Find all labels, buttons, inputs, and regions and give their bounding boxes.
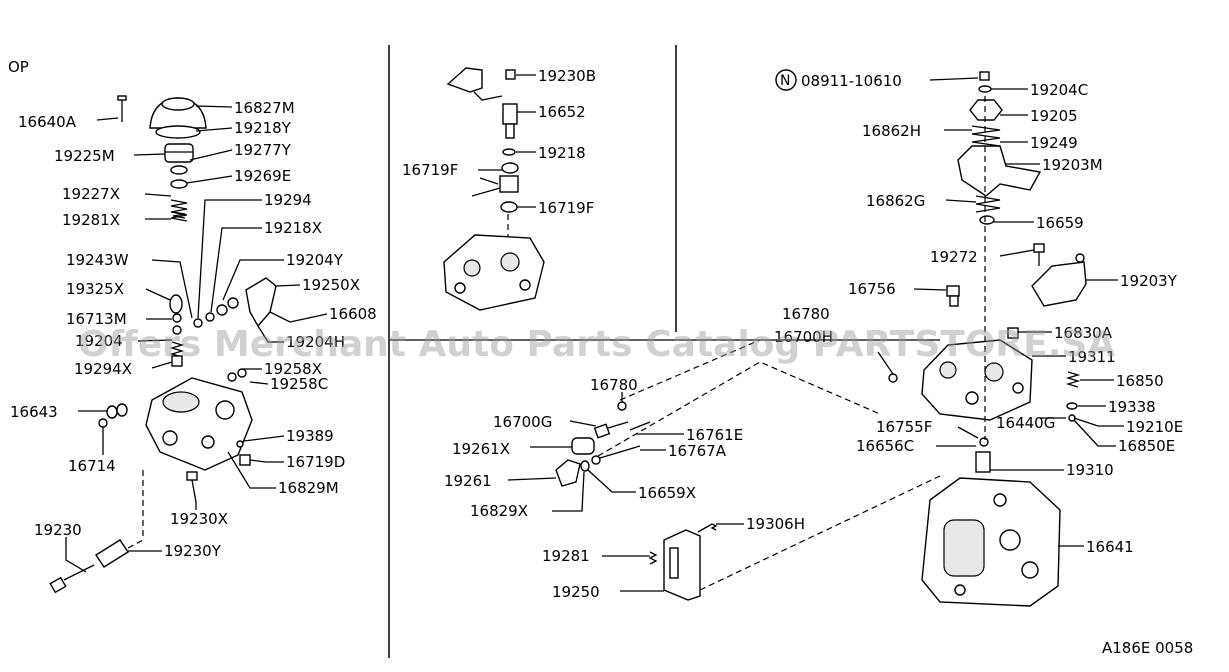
part-label: 19249 bbox=[1030, 134, 1078, 152]
right-labels: 08911-10610 19204C 19205 16862H 19249 19… bbox=[774, 72, 1183, 556]
watermark: Offers Merchant Auto Parts Catalog PARTS… bbox=[78, 324, 1115, 365]
part-label: 19204H bbox=[286, 333, 345, 351]
part-label: 08911-10610 bbox=[801, 72, 902, 90]
right-leaders bbox=[913, 77, 1124, 547]
part-label: 16700G bbox=[493, 413, 552, 431]
part-label: 19311 bbox=[1068, 348, 1116, 366]
part-label: 19306H bbox=[746, 515, 805, 533]
part-label: 19281X bbox=[62, 211, 120, 229]
part-label: 19250X bbox=[302, 276, 360, 294]
part-label: 16719F bbox=[538, 199, 594, 217]
part-label: 16767A bbox=[668, 442, 727, 460]
part-label: 19230 bbox=[34, 521, 82, 539]
middle-top-parts bbox=[443, 67, 545, 311]
part-label: 16862H bbox=[862, 122, 921, 140]
part-label: 19203Y bbox=[1120, 272, 1178, 290]
part-label: 16850E bbox=[1118, 437, 1175, 455]
part-label: 19218Y bbox=[234, 119, 292, 137]
part-label: 16643 bbox=[10, 403, 58, 421]
part-label: 16659X bbox=[638, 484, 696, 502]
part-label: 19325X bbox=[66, 280, 124, 298]
part-label: 16862G bbox=[866, 192, 925, 210]
part-label: 19230Y bbox=[164, 542, 222, 560]
part-label: 19389 bbox=[286, 427, 334, 445]
part-label: 19338 bbox=[1108, 398, 1156, 416]
middle-top-leaders bbox=[478, 74, 536, 208]
part-label: 19294 bbox=[264, 191, 312, 209]
part-label: 19205 bbox=[1030, 107, 1078, 125]
note-symbol-text: N bbox=[780, 73, 790, 89]
part-label: 19243W bbox=[66, 251, 129, 269]
part-label: 19258X bbox=[264, 360, 322, 378]
part-label: 16850 bbox=[1116, 372, 1164, 390]
part-label: 19230X bbox=[170, 510, 228, 528]
right-assembly-parts: N bbox=[775, 69, 1087, 607]
part-label: 16440G bbox=[996, 414, 1055, 432]
part-label: 16830A bbox=[1054, 324, 1113, 342]
part-label: 19310 bbox=[1066, 461, 1114, 479]
part-label: 19204 bbox=[75, 332, 123, 350]
part-label: 16652 bbox=[538, 103, 586, 121]
middle-bottom-labels: 16780 16700G 16761E 19261X 16767A 19261 … bbox=[444, 376, 805, 601]
part-label: 19218X bbox=[264, 219, 322, 237]
part-label: 16608 bbox=[329, 305, 377, 323]
part-label: 16780 bbox=[590, 376, 638, 394]
part-label: 16827M bbox=[234, 99, 295, 117]
part-label: 16656C bbox=[856, 437, 914, 455]
part-label: 19227X bbox=[62, 185, 120, 203]
part-label: 19258C bbox=[270, 375, 328, 393]
part-label: 16829M bbox=[278, 479, 339, 497]
left-labels: 16640A 16827M 19218Y 19225M 19277Y 19269… bbox=[10, 99, 377, 560]
part-label: 16756 bbox=[848, 280, 896, 298]
part-label: 19218 bbox=[538, 144, 586, 162]
part-label: 16714 bbox=[68, 457, 116, 475]
part-label: 19250 bbox=[552, 583, 600, 601]
part-label: 19261 bbox=[444, 472, 492, 490]
part-label: 16780 bbox=[782, 305, 830, 323]
part-label: 16719F bbox=[402, 161, 458, 179]
note-symbol bbox=[775, 69, 797, 91]
part-label: 19203M bbox=[1042, 156, 1103, 174]
middle-bottom-parts bbox=[555, 339, 941, 601]
part-label: 16829X bbox=[470, 502, 528, 520]
part-label: 19272 bbox=[930, 248, 978, 266]
left-assembly-parts bbox=[49, 95, 291, 594]
part-label: 19204Y bbox=[286, 251, 344, 269]
part-label: 16755F bbox=[876, 418, 932, 436]
part-label: 16761E bbox=[686, 426, 743, 444]
part-label: 19261X bbox=[452, 440, 510, 458]
part-label: 19204C bbox=[1030, 81, 1088, 99]
part-label: 19294X bbox=[74, 360, 132, 378]
part-label: 16641 bbox=[1086, 538, 1134, 556]
part-label: 19269E bbox=[234, 167, 291, 185]
part-label: 16640A bbox=[18, 113, 77, 131]
part-label: 19225M bbox=[54, 147, 115, 165]
part-label: 19277Y bbox=[234, 141, 292, 159]
middle-top-labels: 19230B 16652 19218 16719F 16719F bbox=[402, 67, 596, 217]
part-label: 16719D bbox=[286, 453, 345, 471]
corner-label: OP bbox=[8, 58, 29, 76]
part-label: 16700H bbox=[774, 328, 833, 346]
left-leaders bbox=[65, 105, 328, 573]
part-label: 19210E bbox=[1126, 418, 1183, 436]
diagram-code: A186E 0058 bbox=[1102, 639, 1193, 657]
part-label: 19281 bbox=[542, 547, 590, 565]
part-label: 16713M bbox=[66, 310, 127, 328]
middle-bottom-leaders bbox=[507, 392, 744, 592]
part-label: 19230B bbox=[538, 67, 596, 85]
part-label: 16659 bbox=[1036, 214, 1084, 232]
